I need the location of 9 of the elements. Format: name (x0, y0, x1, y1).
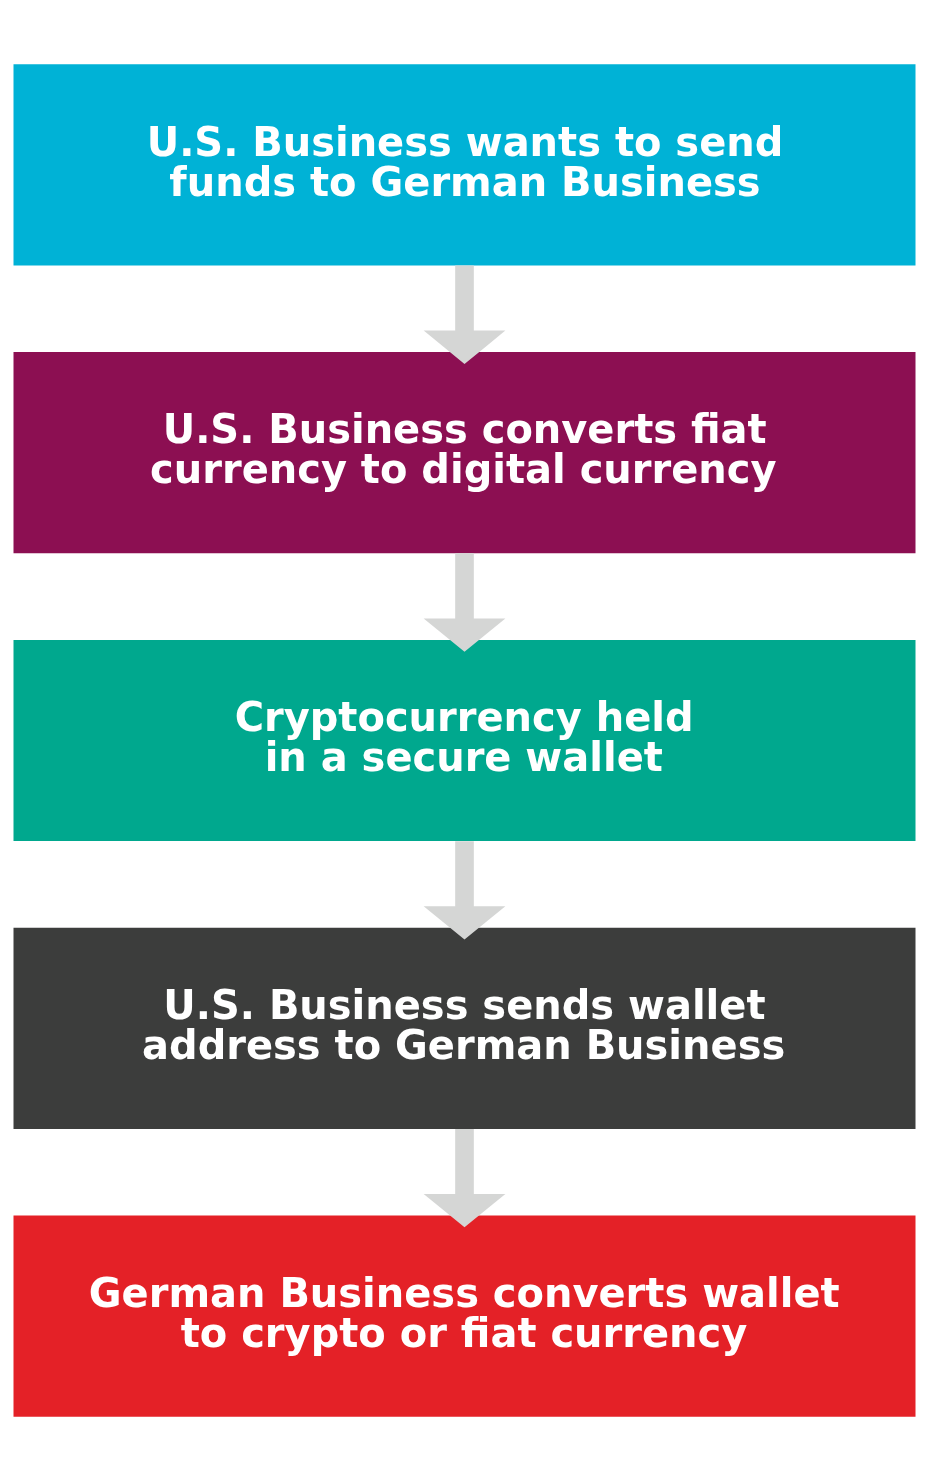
node-box: U.S. Business converts fiat currency to digital currency (13, 352, 916, 554)
node-box: U.S. Business wants to send funds to German Business (13, 64, 916, 266)
arrow (423, 265, 506, 364)
arrow (423, 1128, 506, 1228)
node-box: German Business converts wallet to crypto or fiat currency (13, 1215, 916, 1417)
node-box: Cryptocurrency held in a secure wallet (13, 639, 916, 842)
arrow (423, 841, 506, 940)
node-box: U.S. Business sends wallet address to German Business (13, 927, 916, 1129)
arrow (423, 553, 506, 652)
